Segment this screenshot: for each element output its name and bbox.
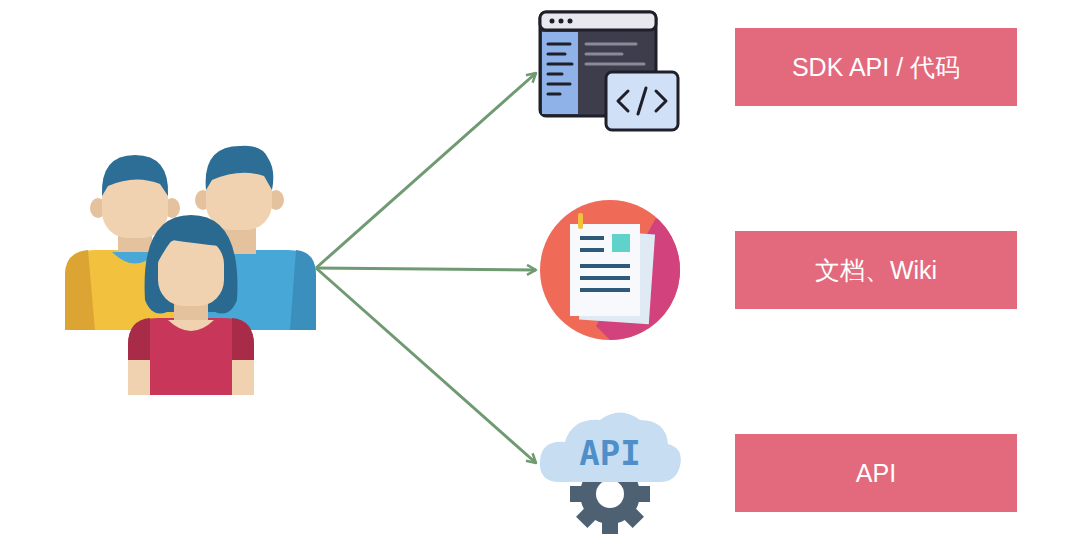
- box-label: API: [856, 459, 896, 488]
- icon-label: API: [579, 433, 640, 473]
- api-cloud-icon: [540, 413, 681, 535]
- code-editor-icon: [540, 12, 678, 130]
- box-label: 文档、Wiki: [815, 254, 937, 287]
- people-icon: [65, 146, 316, 395]
- process-box: SDK API / 代码: [735, 28, 1017, 106]
- arrow-line: [316, 73, 536, 268]
- box-label: SDK API / 代码: [792, 51, 960, 84]
- document-icon: [540, 200, 680, 340]
- arrow-line: [316, 268, 536, 463]
- arrow-line: [316, 268, 536, 270]
- process-box: API: [735, 434, 1017, 512]
- process-box: 文档、Wiki: [735, 231, 1017, 309]
- arrows: [316, 73, 536, 463]
